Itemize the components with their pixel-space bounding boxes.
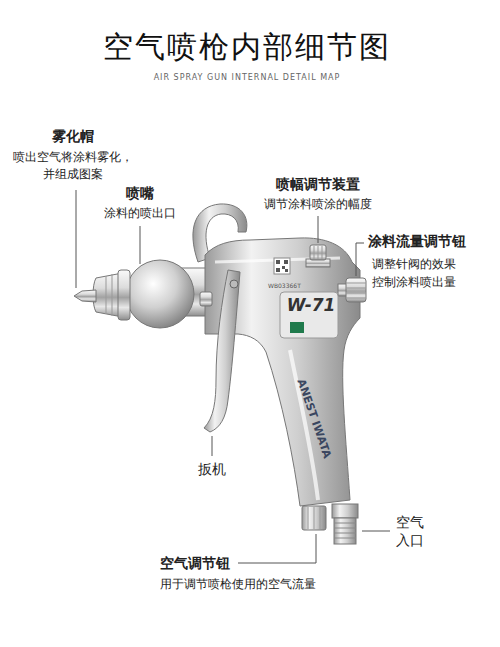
- part-name: 喷嘴: [110, 184, 170, 204]
- leader-lines: [212, 436, 213, 456]
- air-inlet: [332, 504, 358, 518]
- air-inlet: [334, 518, 356, 544]
- air-inlet: [334, 523, 356, 524]
- part-description: 涂料的喷出口: [98, 205, 182, 222]
- trigger: [200, 292, 212, 306]
- pattern-knob: [322, 246, 323, 259]
- fluid-bulb: [126, 260, 194, 328]
- trigger: [200, 270, 240, 432]
- fluid-knob: [346, 293, 366, 294]
- leader-lines: [356, 243, 364, 276]
- air-adjust-knob: [314, 507, 315, 529]
- nozzle-tip: [74, 290, 96, 302]
- leader-lines: [318, 216, 319, 243]
- gun-body: [205, 238, 360, 506]
- name-plate: [280, 292, 338, 338]
- qr-code: [274, 258, 290, 274]
- serial-marking: WB03366T: [268, 282, 328, 290]
- air-inlet: [334, 538, 356, 539]
- part-name: 雾化帽: [40, 127, 106, 147]
- air-adjust-knob: [302, 506, 326, 530]
- trigger: [230, 280, 238, 288]
- pattern-knob: [318, 246, 319, 259]
- air-adjust-knob: [302, 506, 326, 530]
- name-plate: [290, 322, 304, 333]
- leader-lines: [140, 226, 141, 264]
- qr-code: [274, 258, 290, 274]
- air-cap: [93, 270, 130, 320]
- name-plate: [280, 292, 338, 338]
- fluid-knob: [338, 278, 366, 302]
- leader-lines: [362, 531, 390, 532]
- subtitle: AIR SPRAY GUN INTERNAL DETAIL MAP: [0, 72, 497, 83]
- part-description: 用于调节喷枪使用的空气流量: [160, 576, 330, 593]
- part-name: 空气 入口: [393, 513, 427, 549]
- air-adjust-knob: [308, 507, 309, 529]
- fluid-knob: [346, 283, 366, 284]
- air-cap: [118, 270, 130, 320]
- model-marking: W-71: [284, 294, 338, 318]
- air-inlet: [334, 528, 356, 529]
- gun-body: [205, 238, 360, 506]
- part-name: 涂料流量调节钮: [368, 232, 484, 252]
- part-name: 喷幅调节装置: [268, 175, 368, 195]
- air-inlet: [334, 533, 356, 534]
- part-name: 空气调节钮: [160, 554, 240, 574]
- air-cap: [106, 276, 107, 314]
- fluid-knob: [346, 278, 366, 302]
- fluid-knob: [346, 288, 366, 289]
- air-inlet: [332, 504, 358, 544]
- leader-lines: [76, 190, 77, 288]
- qr-code: [276, 268, 280, 272]
- nozzle-tip: [74, 290, 96, 302]
- fluid-bulb: [126, 260, 194, 328]
- qr-code: [276, 260, 280, 264]
- qr-code: [285, 269, 288, 272]
- pattern-knob: [314, 246, 315, 259]
- pattern-knob: [306, 245, 330, 267]
- part-description: 调整针阀的效果 控制涂料喷出量: [372, 255, 464, 291]
- air-cap: [112, 274, 113, 316]
- page-title: 空气喷枪内部细节图: [0, 26, 497, 68]
- part-name: 扳机: [192, 460, 232, 480]
- qr-code: [284, 260, 288, 264]
- pattern-knob: [310, 245, 326, 260]
- part-description: 调节涂料喷涂的幅度: [258, 196, 378, 213]
- fluid-knob: [346, 298, 366, 299]
- air-adjust-knob: [320, 507, 321, 529]
- leader-lines: [238, 534, 316, 563]
- part-description: 喷出空气将涂料雾化， 并组成图案: [8, 149, 138, 183]
- qr-code: [282, 266, 285, 269]
- leader-lines: [76, 190, 390, 563]
